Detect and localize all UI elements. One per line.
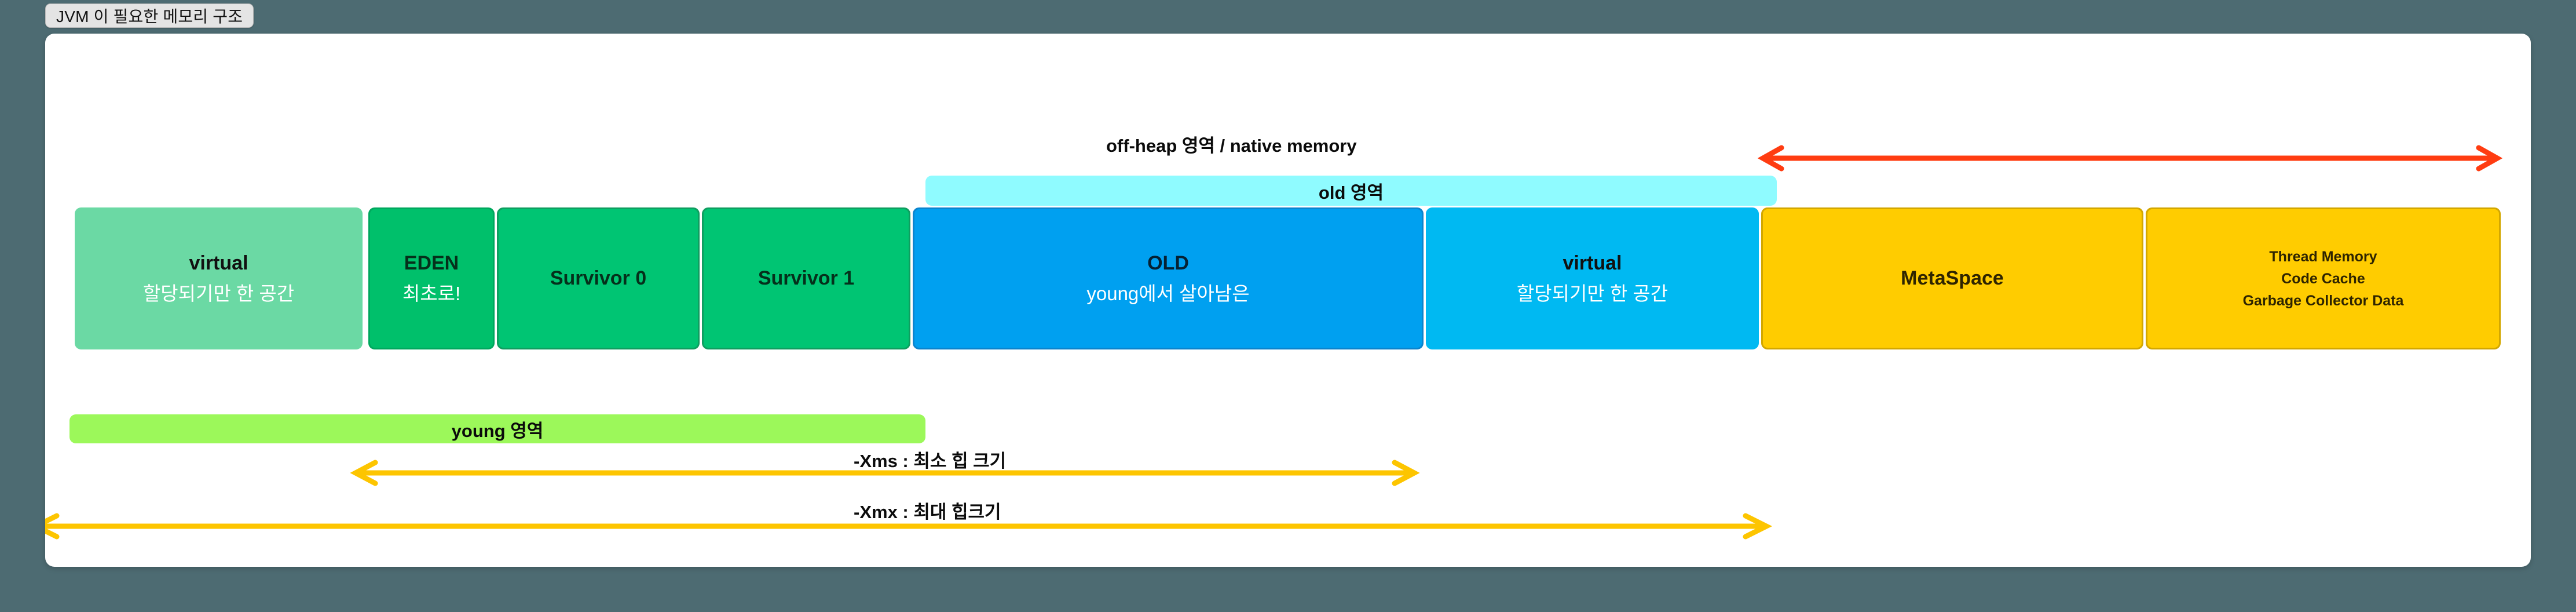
- memory-block-title: Survivor 1: [758, 267, 855, 290]
- off-heap-double-arrow: [1757, 145, 2503, 172]
- native-line-code-cache: Code Cache: [2281, 270, 2365, 287]
- memory-block-title: virtual: [189, 252, 248, 274]
- banner-old-region-label: old 영역: [1318, 182, 1384, 203]
- memory-block-title: OLD: [1147, 252, 1189, 274]
- memory-block-metaspace[interactable]: MetaSpace: [1761, 207, 2143, 349]
- banner-young-region: young 영역: [69, 414, 925, 443]
- memory-block-title: virtual: [1563, 252, 1622, 274]
- memory-block-native[interactable]: Thread Memory Code Cache Garbage Collect…: [2146, 207, 2501, 349]
- memory-block-old[interactable]: OLD young에서 살아남은: [913, 207, 1424, 349]
- memory-block-title: EDEN: [404, 252, 459, 274]
- banner-young-region-label: young 영역: [451, 420, 544, 441]
- memory-block-subtitle: young에서 살아남은: [1086, 283, 1250, 305]
- memory-block-title: MetaSpace: [1901, 267, 2004, 290]
- window-title-text: JVM 이 필요한 메모리 구조: [56, 8, 243, 26]
- diagram-canvas: off-heap 영역 / native memory old 영역 virtu…: [45, 34, 2531, 567]
- memory-block-title: Survivor 0: [550, 267, 647, 290]
- off-heap-measurement-label: off-heap 영역 / native memory: [1106, 136, 1357, 156]
- native-line-gc-data: Garbage Collector Data: [2242, 292, 2404, 309]
- memory-block-virtual-old[interactable]: virtual 할당되기만 한 공간: [1426, 207, 1759, 349]
- xmx-measurement-label: -Xmx : 최대 힙크기: [854, 502, 1001, 522]
- memory-block-virtual-young[interactable]: virtual 할당되기만 한 공간: [75, 207, 363, 349]
- window-title-tab[interactable]: JVM 이 필요한 메모리 구조: [45, 3, 254, 28]
- xms-measurement-label: -Xms : 최소 힙 크기: [854, 451, 1007, 471]
- memory-block-subtitle: 할당되기만 한 공간: [1516, 283, 1668, 305]
- memory-block-eden[interactable]: EDEN 최초로!: [368, 207, 495, 349]
- memory-block-subtitle: 최초로!: [402, 283, 461, 305]
- xms-double-arrow: [350, 460, 1420, 486]
- banner-old-region: old 영역: [925, 176, 1777, 206]
- native-line-thread-memory: Thread Memory: [2269, 248, 2377, 265]
- memory-block-survivor-0[interactable]: Survivor 0: [497, 207, 700, 349]
- memory-block-subtitle: 할당되기만 한 공간: [142, 283, 295, 305]
- memory-block-survivor-1[interactable]: Survivor 1: [702, 207, 910, 349]
- xmx-double-arrow: [45, 513, 1773, 540]
